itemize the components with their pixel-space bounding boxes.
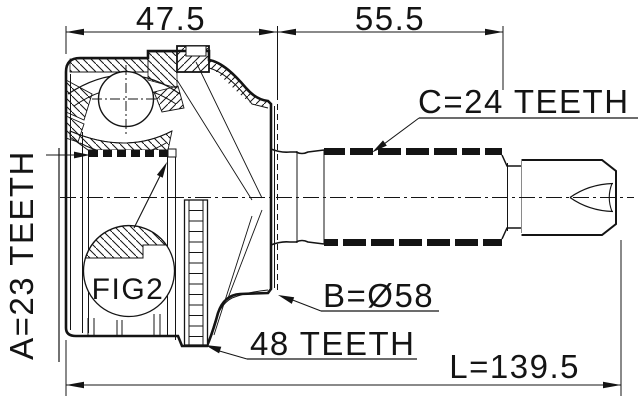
label-c-24-teeth: C=24 TEETH xyxy=(418,83,630,120)
label-b-diameter: B=Ø58 xyxy=(323,277,434,314)
label-l-139-5: L=139.5 xyxy=(449,348,580,385)
label-48-teeth: 48 TEETH xyxy=(250,325,415,362)
abs-ring xyxy=(183,199,209,346)
fig2-detail-bubble xyxy=(82,162,176,318)
dim-55-5-label: 55.5 xyxy=(355,0,425,37)
fig2-label: FIG2 xyxy=(92,273,165,306)
dimensions xyxy=(46,26,638,396)
label-a-23-teeth: A=23 TEETH xyxy=(3,150,40,360)
dim-47-5-label: 47.5 xyxy=(136,0,206,37)
